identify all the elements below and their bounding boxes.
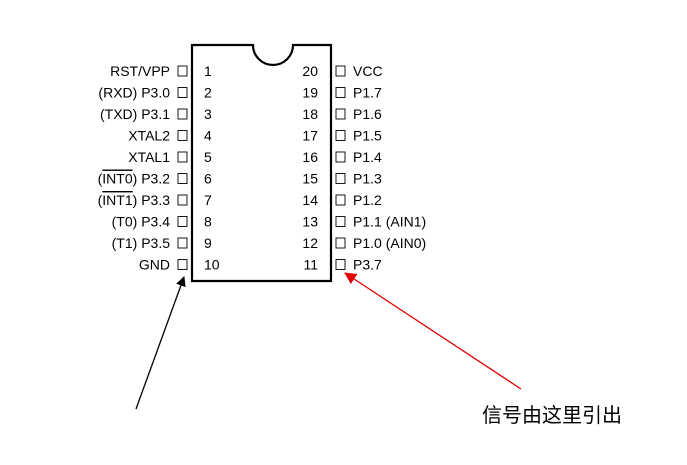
left-pin-label: (TXD) P3.1 [100, 106, 170, 122]
right-pin-number: 13 [302, 214, 318, 230]
right-pin-number: 11 [303, 257, 318, 273]
left-pin-label: XTAL2 [128, 128, 170, 144]
right-pin-pad [335, 194, 346, 206]
left-pin-label: (INT1) P3.3 [98, 192, 171, 208]
left-pin-pad [177, 65, 188, 77]
right-pin-pad [335, 216, 346, 227]
right-pin-pad [335, 259, 346, 270]
right-pin-pad [335, 151, 346, 163]
left-pin-pad [177, 151, 188, 163]
left-pin-number: 4 [204, 128, 212, 144]
right-pin-label: P1.1 (AIN1) [353, 214, 426, 230]
right-pin-label: P1.0 (AIN0) [353, 235, 426, 251]
right-pin-label: P3.7 [353, 257, 382, 273]
left-pin-number: 8 [204, 214, 212, 230]
right-pin-number: 18 [302, 106, 318, 122]
right-pin-pad [335, 130, 346, 141]
right-pin-number: 12 [302, 235, 318, 251]
chip-body [190, 43, 333, 283]
left-pin-number: 3 [204, 106, 212, 122]
right-pin-label: P1.5 [353, 128, 382, 144]
left-pin-pad [177, 259, 188, 270]
left-pin-pad [177, 87, 188, 98]
right-pin-number: 20 [302, 63, 318, 79]
left-pin-pad [177, 194, 188, 206]
annotation-text: 信号由这里引出 [482, 403, 622, 427]
gnd-pointer-arrow [135, 276, 186, 410]
signal-pointer-arrow [344, 272, 522, 390]
right-pin-label: P1.6 [353, 106, 382, 122]
right-pin-pad [335, 173, 346, 184]
right-pin-number: 19 [302, 85, 318, 101]
left-pin-label: (T0) P3.4 [112, 214, 171, 230]
left-pin-pad [177, 108, 188, 120]
left-pin-number: 6 [204, 171, 212, 187]
left-pin-number: 10 [204, 257, 220, 273]
left-pin-number: 1 [204, 63, 212, 79]
right-pin-number: 17 [302, 128, 318, 144]
left-pin-label: GND [139, 257, 170, 273]
left-pin-number: 5 [204, 149, 212, 165]
right-pin-number: 14 [302, 192, 318, 208]
right-pin-number: 15 [302, 171, 318, 187]
right-pin-number: 16 [302, 149, 318, 165]
left-pin-number: 9 [204, 235, 212, 251]
right-pin-pad [335, 237, 346, 249]
left-pin-label: (INT0) P3.2 [98, 171, 171, 187]
right-pin-pad [335, 65, 346, 77]
right-pin-label: P1.2 [353, 192, 382, 208]
right-pin-label: VCC [353, 63, 383, 79]
left-pin-pad [177, 237, 188, 249]
left-pin-pad [177, 216, 188, 227]
left-pin-label: XTAL1 [128, 149, 170, 165]
left-pin-label: (RXD) P3.0 [98, 85, 170, 101]
left-pin-pad [177, 130, 188, 141]
right-pin-label: P1.4 [353, 149, 382, 165]
left-pin-pad [177, 173, 188, 184]
left-pin-label: RST/VPP [110, 63, 170, 79]
right-pin-label: P1.3 [353, 171, 382, 187]
left-pin-number: 7 [204, 192, 212, 208]
right-pin-pad [335, 108, 346, 120]
right-pin-pad [335, 87, 346, 98]
left-pin-number: 2 [204, 85, 212, 101]
left-pin-label: (T1) P3.5 [112, 235, 171, 251]
right-pin-label: P1.7 [353, 85, 382, 101]
